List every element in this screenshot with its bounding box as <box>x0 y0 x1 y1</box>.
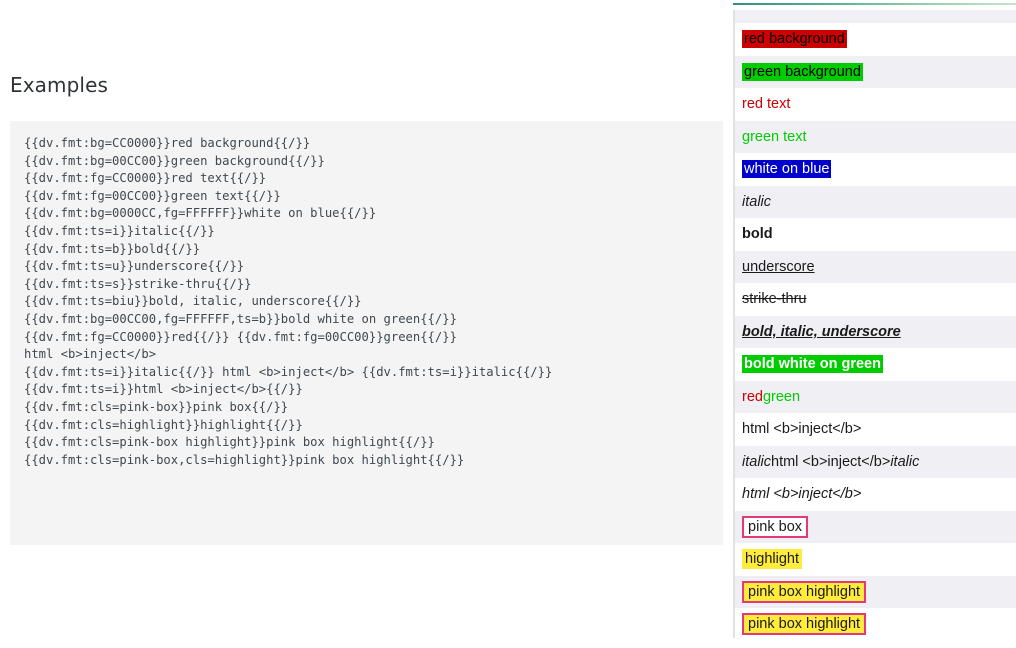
code-line: {{dv.fmt:bg=CC0000}}red background{{/}} <box>24 136 311 150</box>
preview-row-pink-box: pink box <box>735 510 1016 543</box>
code-line: html <b>inject</b> <box>24 347 157 362</box>
preview-row-italic-html-inject: html <b>inject</b> <box>735 478 1016 511</box>
code-line: {{dv.fmt:bg=0000CC,fg=FFFFFF}}white on b… <box>24 206 377 221</box>
code-line: {{dv.fmt:fg=00CC00}}green text{{/}} <box>24 188 281 203</box>
code-line: {{dv.fmt:fg=CC0000}}red text{{/}} <box>24 171 267 186</box>
code-line: {{dv.fmt:ts=s}}strike-thru{{/}} <box>24 276 252 291</box>
preview-row-spacer-row <box>735 10 1016 23</box>
preview-row-bold: bold <box>735 218 1016 251</box>
preview-run: green text <box>742 128 807 145</box>
preview-row-red-background: red background <box>735 23 1016 56</box>
page-title: Examples <box>10 73 108 97</box>
code-line: {{dv.fmt:fg=CC0000}}red{{/}} {{dv.fmt:fg… <box>24 329 457 344</box>
code-line: {{dv.fmt:bg=00CC00}}green background{{/}… <box>24 153 325 168</box>
code-line: {{dv.fmt:ts=biu}}bold, italic, underscor… <box>24 294 362 309</box>
code-block: {{dv.fmt:bg=CC0000}}red background{{/}} {… <box>10 121 723 545</box>
preview-run: bold white on green <box>742 355 883 374</box>
code-line: {{dv.fmt:bg=00CC00,fg=FFFFFF,ts=b}}bold … <box>24 311 457 326</box>
preview-run: red <box>742 388 763 405</box>
preview-row-white-on-blue: white on blue <box>735 153 1016 186</box>
code-line: {{dv.fmt:ts=i}}html <b>inject</b>{{/}} <box>24 382 303 397</box>
examples-pane: Examples {{dv.fmt:bg=CC0000}}red backgro… <box>10 73 723 545</box>
preview-list: red background green background red text gr… <box>733 10 1016 638</box>
preview-run: italic <box>890 453 920 470</box>
preview-run: italic <box>742 453 772 470</box>
preview-run: pink box highlight <box>742 580 867 603</box>
preview-run: red background <box>742 30 847 49</box>
code-line: {{dv.fmt:cls=pink-box,cls=highlight}}pin… <box>24 452 465 467</box>
preview-row-pink-box-highlight-2: pink box highlight <box>735 608 1016 641</box>
code-line: {{dv.fmt:cls=pink-box}}pink box{{/}} <box>24 399 289 414</box>
code-line: {{dv.fmt:ts=u}}underscore{{/}} <box>24 259 245 274</box>
preview-run: red text <box>742 96 791 113</box>
preview-row-underscore: underscore <box>735 250 1016 283</box>
preview-row-green-text: green text <box>735 120 1016 153</box>
preview-run: green background <box>742 62 863 81</box>
preview-row-strike-thru: strike-thru <box>735 283 1016 316</box>
code-line: {{dv.fmt:ts=i}}italic{{/}} html <b>injec… <box>24 364 553 379</box>
preview-row-red-text: red text <box>735 88 1016 121</box>
preview-run: pink box highlight <box>742 613 867 636</box>
preview-row-italic-html-inject-italic: italic html <b>inject</b> italic <box>735 445 1016 478</box>
preview-run: italic <box>742 193 772 210</box>
preview-row-red-green: red green <box>735 380 1016 413</box>
preview-row-highlight: highlight <box>735 543 1016 576</box>
preview-run: bold <box>742 226 773 243</box>
code-line: {{dv.fmt:cls=highlight}}highlight{{/}} <box>24 417 303 432</box>
preview-row-italic: italic <box>735 185 1016 218</box>
code-line: {{dv.fmt:cls=pink-box highlight}}pink bo… <box>24 435 435 450</box>
preview-run: white on blue <box>742 160 832 179</box>
preview-run: highlight <box>742 549 803 570</box>
preview-pane: red background green background red text gr… <box>733 0 1016 648</box>
preview-run: green <box>762 388 801 405</box>
preview-run: html <b>inject</b> <box>742 486 862 503</box>
gradient-divider <box>733 3 1016 5</box>
preview-row-pink-box-highlight-1: pink box highlight <box>735 575 1016 608</box>
preview-run: strike-thru <box>742 291 807 308</box>
preview-run: html <b>inject</b> <box>771 453 891 470</box>
preview-row-bold-white-on-green: bold white on green <box>735 348 1016 381</box>
preview-run: html <b>inject</b> <box>742 421 862 438</box>
preview-row-bold-italic-underscore: bold, italic, underscore <box>735 315 1016 348</box>
preview-row-html-inject: html <b>inject</b> <box>735 413 1016 446</box>
code-line: {{dv.fmt:ts=b}}bold{{/}} <box>24 241 201 256</box>
preview-run: bold, italic, underscore <box>742 323 901 340</box>
code-line: {{dv.fmt:ts=i}}italic{{/}} <box>24 223 215 238</box>
preview-row-green-background: green background <box>735 55 1016 88</box>
preview-run: pink box <box>742 515 809 538</box>
preview-run: underscore <box>742 258 815 275</box>
